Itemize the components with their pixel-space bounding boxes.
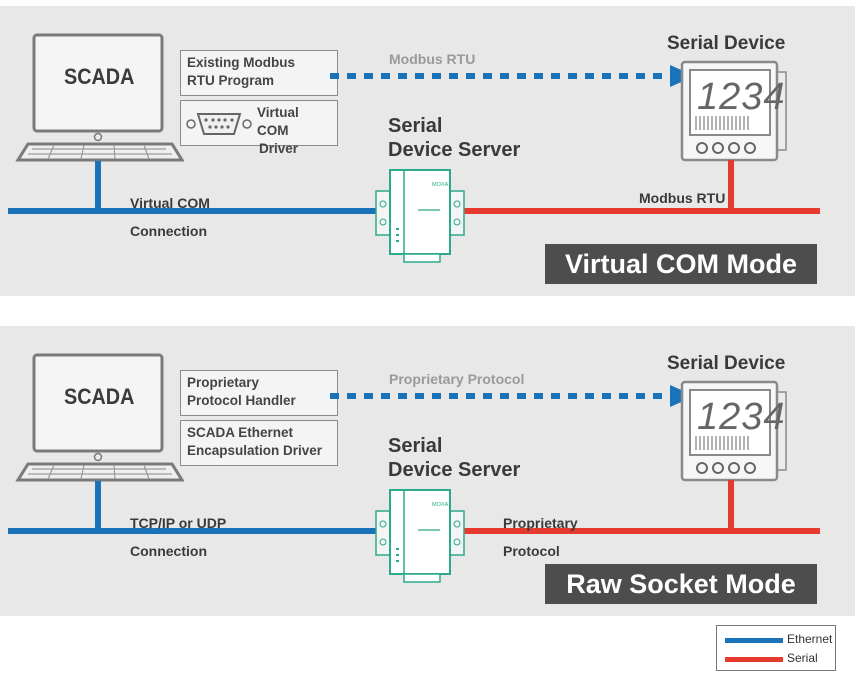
device-server-title: Serial Device Server xyxy=(388,434,520,482)
serial-line xyxy=(460,208,820,214)
virtual-com-mode-panel: SCADA Existing Modbus RTU Program Virtua… xyxy=(0,6,855,296)
protocol-arrow xyxy=(330,385,695,407)
box-line: Encapsulation Driver xyxy=(187,443,323,458)
ethernet-label-line: Connection xyxy=(130,543,207,559)
device-server-icon: MOXA xyxy=(375,169,465,263)
device-server-title-line: Device Server xyxy=(388,459,521,481)
box-line: Virtual COM xyxy=(257,105,299,138)
serial-device-title: Serial Device xyxy=(667,33,786,54)
mode-label: Raw Socket Mode xyxy=(545,564,817,604)
box-line: Driver xyxy=(259,141,299,156)
device-server-icon: MOXA xyxy=(375,489,465,583)
ethernet-drop-line xyxy=(95,161,101,213)
scada-label: SCADA xyxy=(64,384,135,409)
raw-socket-mode-panel: SCADA Proprietary Protocol Handler SCADA… xyxy=(0,326,855,616)
box-line: Existing Modbus xyxy=(187,55,295,70)
box-line: SCADA Ethernet xyxy=(187,425,294,440)
device-server-brand: MOXA xyxy=(432,182,449,188)
legend: Ethernet Serial xyxy=(716,625,836,671)
device-display-value: 1234 xyxy=(697,76,786,118)
scada-computer-icon xyxy=(15,33,184,162)
legend-serial-label: Serial xyxy=(787,651,818,665)
ethernet-label-line: Connection xyxy=(130,223,207,239)
scada-label: SCADA xyxy=(64,64,135,89)
serial-device-icon xyxy=(680,380,787,482)
ethernet-drop-line xyxy=(95,481,101,533)
device-server-brand: MOXA xyxy=(432,502,449,508)
box-line: RTU Program xyxy=(187,73,275,88)
serial-drop-line xyxy=(728,160,734,214)
protocol-arrow-label: Proprietary Protocol xyxy=(389,371,525,387)
box-line: Protocol Handler xyxy=(187,393,296,408)
device-server-title: Serial Device Server xyxy=(388,114,520,162)
mode-label: Virtual COM Mode xyxy=(545,244,817,284)
scada-computer-icon xyxy=(15,353,184,482)
serial-label-line: Protocol xyxy=(503,543,560,559)
existing-modbus-program-box: Existing Modbus RTU Program xyxy=(180,50,338,96)
proprietary-protocol-handler-box: Proprietary Protocol Handler xyxy=(180,370,338,416)
ethernet-line xyxy=(8,528,388,534)
ethernet-label: TCP/IP or UDP Connection xyxy=(130,509,226,565)
legend-ethernet-swatch xyxy=(725,638,783,643)
legend-ethernet-label: Ethernet xyxy=(787,632,833,646)
serial-label-line: Proprietary xyxy=(503,515,578,531)
scada-ethernet-driver-box: SCADA Ethernet Encapsulation Driver xyxy=(180,420,338,466)
box-line: Proprietary xyxy=(187,375,260,390)
serial-port-icon xyxy=(186,113,252,135)
ethernet-label-line: TCP/IP or UDP xyxy=(130,515,227,531)
protocol-arrow xyxy=(330,65,695,87)
legend-serial-swatch xyxy=(725,657,783,662)
serial-label: Proprietary Protocol xyxy=(503,509,578,565)
device-server-title-line: Device Server xyxy=(388,139,521,161)
serial-device-title: Serial Device xyxy=(667,353,786,374)
ethernet-line xyxy=(8,208,388,214)
serial-label: Modbus RTU xyxy=(639,190,726,206)
device-server-title-line: Serial xyxy=(388,115,443,137)
ethernet-label-line: Virtual COM xyxy=(130,195,210,211)
device-display-value: 1234 xyxy=(697,396,786,438)
virtual-com-driver-box: Virtual COM Driver xyxy=(180,100,338,156)
protocol-arrow-label: Modbus RTU xyxy=(389,51,476,67)
serial-line xyxy=(460,528,820,534)
serial-drop-line xyxy=(728,480,734,534)
device-server-title-line: Serial xyxy=(388,435,443,457)
ethernet-label: Virtual COM Connection xyxy=(130,189,210,245)
